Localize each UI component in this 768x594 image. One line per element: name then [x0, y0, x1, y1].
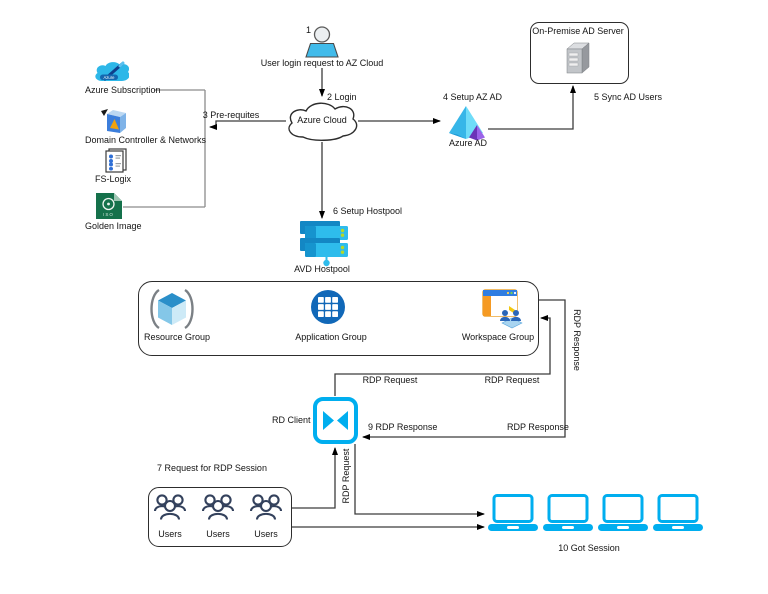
edge-login-label: 2 Login: [327, 92, 357, 102]
edge-sync-ad-users-label: 5 Sync AD Users: [594, 92, 663, 102]
laptop-icon-4[interactable]: [653, 494, 703, 532]
edge-setup-az-ad-label: 4 Setup AZ AD: [443, 92, 503, 102]
azure-subscription-icon-text: Azure: [104, 75, 116, 80]
avd-hostpool-icon[interactable]: [296, 221, 350, 267]
azure-cloud-shape[interactable]: [282, 99, 362, 145]
edge-setup-hostpool-label: 6 Setup Hostpool: [333, 206, 403, 216]
users-icon-1[interactable]: [152, 492, 188, 524]
user-label: User login request to AZ Cloud: [260, 58, 384, 68]
edge-rdp-request-vertical-label: RDP Request: [341, 448, 351, 504]
workspace-group-label: Workspace Group: [461, 332, 535, 342]
users-label-3: Users: [254, 529, 278, 539]
golden-image-icon-text: ISO: [103, 212, 114, 217]
on-premise-ad-label: On-Premise AD Server: [532, 26, 624, 36]
golden-image-label: Golden Image: [85, 221, 142, 231]
edge-rdp-response-9-label: 9 RDP Response: [368, 422, 438, 432]
avd-hostpool-label: AVD Hostpool: [294, 264, 350, 274]
users-label-2: Users: [206, 529, 230, 539]
laptop-icon-3[interactable]: [598, 494, 648, 532]
edge-prerequisites-label: 3 Pre-requites: [202, 110, 260, 120]
edge-rdp-response-bottom-label: RDP Response: [507, 422, 569, 432]
laptop-icon-2[interactable]: [543, 494, 593, 532]
azure-ad-icon[interactable]: [446, 105, 488, 143]
azure-subscription-icon[interactable]: Azure: [93, 60, 129, 86]
fs-logix-label: FS-Logix: [95, 174, 132, 184]
step-1-number: 1: [306, 25, 312, 35]
fs-logix-icon[interactable]: [103, 147, 129, 173]
devices-label: 10 Got Session: [558, 543, 620, 553]
azure-ad-label: Azure AD: [448, 138, 488, 148]
users-icon-3[interactable]: [248, 492, 284, 524]
users-label-1: Users: [158, 529, 182, 539]
laptop-icon-1[interactable]: [488, 494, 538, 532]
workspace-group-icon[interactable]: [479, 288, 525, 330]
edge-rdp-request-right-label: RDP Request: [484, 375, 540, 385]
azure-subscription-label: Azure Subscription: [85, 85, 161, 95]
azure-cloud-label: Azure Cloud: [297, 115, 347, 125]
domain-controller-icon[interactable]: [100, 106, 130, 136]
edge-rdp-response-vertical-label: RDP Response: [572, 309, 582, 371]
resource-group-icon[interactable]: [144, 287, 200, 333]
domain-controller-label: Domain Controller & Networks: [85, 135, 207, 145]
users-group-title: 7 Request for RDP Session: [157, 463, 267, 473]
golden-image-icon[interactable]: ISO: [95, 192, 123, 220]
edge-rdp-request-left-label: RDP Request: [362, 375, 418, 385]
rd-client-label: RD Client: [272, 415, 311, 425]
users-icon-2[interactable]: [200, 492, 236, 524]
application-group-label: Application Group: [295, 332, 367, 342]
user-person-icon[interactable]: [300, 25, 344, 59]
rd-client-icon[interactable]: [313, 397, 358, 444]
ad-server-icon: [565, 42, 591, 74]
resource-group-label: Resource Group: [143, 332, 211, 342]
application-group-icon[interactable]: [310, 289, 346, 325]
